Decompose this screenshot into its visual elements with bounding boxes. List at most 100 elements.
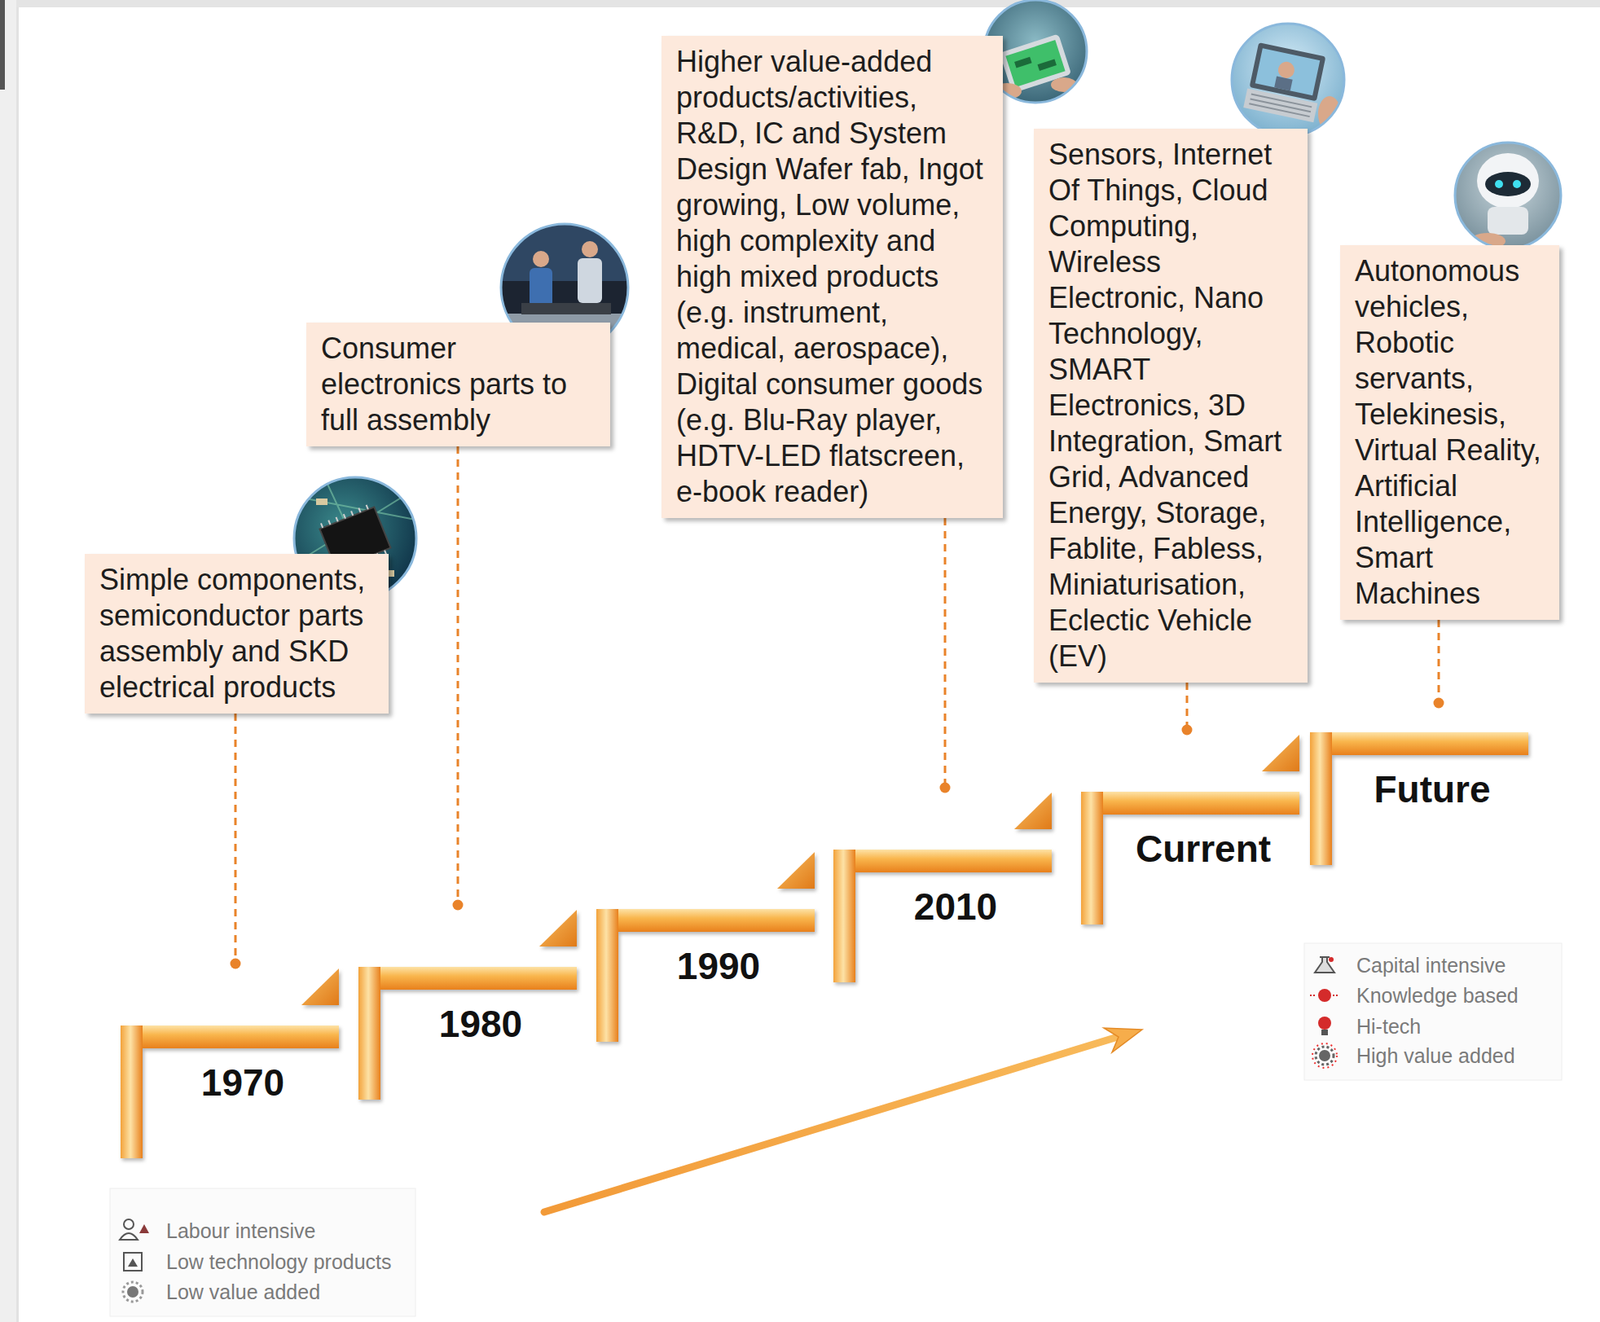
step-tread [358, 967, 577, 990]
step-tread [1081, 791, 1300, 815]
legend-icon-part [119, 1233, 138, 1240]
growth-arrow [544, 1028, 1143, 1213]
step-riser [1081, 791, 1104, 925]
chip-photo-part-part [316, 498, 328, 506]
legend-label: Hi-tech [1356, 1014, 1421, 1039]
device-photo-part [1231, 23, 1345, 137]
callout-text: Consumer electronics parts to full assem… [320, 330, 596, 439]
legend-icon-part [123, 1252, 142, 1271]
legend-icon-part [123, 1219, 134, 1230]
workers-photo-part-part [532, 250, 550, 268]
step-riser [596, 909, 619, 1042]
year-label: Future [1334, 768, 1530, 811]
device-photo-part-part-part [1248, 94, 1312, 118]
workers-photo-part-part [501, 281, 632, 314]
legend-label: Low value added [166, 1279, 321, 1305]
workers-photo-part-part [521, 303, 611, 315]
legend-icon-part [1312, 1043, 1337, 1069]
step-tread [120, 1025, 339, 1049]
robot-photo-part [1454, 142, 1561, 250]
step-riser [358, 967, 381, 1100]
legend-item: Hi-tech [1356, 1014, 1421, 1039]
timeline-step: Current [1081, 734, 1302, 925]
growth-arrow-part [1103, 1028, 1143, 1053]
callout-text: Simple components, semiconductor parts a… [99, 562, 374, 706]
device-photo-part-part [1318, 96, 1341, 132]
legend-icon-part [127, 1258, 138, 1267]
workers-photo-part-part [577, 258, 603, 304]
legend-icon-part [1309, 994, 1340, 997]
step-tread [833, 849, 1052, 873]
legend-item: High value added [1356, 1043, 1516, 1069]
step-tread [596, 909, 815, 932]
workers-photo-part-part [581, 241, 598, 258]
timeline-step: 1970 [120, 968, 341, 1159]
leader-dot [452, 900, 464, 911]
legend-label: Capital intensive [1356, 953, 1506, 978]
leader-line [944, 518, 947, 793]
legend-label: Knowledge based [1356, 983, 1519, 1008]
step-arrowhead [777, 852, 815, 889]
legend-icon-part [1318, 1016, 1332, 1030]
step-tread [1309, 732, 1529, 756]
legend-item: Knowledge based [1356, 983, 1519, 1008]
callout-box: Higher value-added products/activities, … [661, 35, 1003, 519]
year-label: Current [1105, 827, 1302, 871]
year-label: 2010 [857, 885, 1054, 928]
page-frame-part [0, 0, 5, 90]
callout-box: Consumer electronics parts to full assem… [306, 322, 611, 447]
step-arrowhead [1014, 792, 1052, 830]
robot-photo-part-part [1512, 180, 1521, 189]
year-label: 1990 [620, 945, 817, 988]
robot-photo-part-part [1494, 180, 1504, 189]
robot-photo-part-part [1476, 153, 1539, 209]
leader-line [234, 713, 238, 969]
device-photo-part-part [1243, 42, 1328, 124]
legend-frame [109, 943, 1562, 1317]
legend-label: Low technology products [166, 1249, 392, 1275]
robot-photo [1454, 142, 1561, 250]
callout-text: Sensors, Internet Of Things, Cloud Compu… [1048, 136, 1293, 675]
legend-icon-part [123, 1282, 143, 1302]
legend-item: Capital intensive [1356, 953, 1506, 978]
legend-icon-part [1321, 1029, 1328, 1036]
legend-icon-part [127, 1286, 139, 1298]
device-photo-part-part-part [1243, 87, 1318, 123]
device-photo-part [1231, 23, 1345, 137]
step-arrowhead [1261, 734, 1300, 772]
page-frame-part [0, 0, 1600, 8]
step-arrowhead [539, 909, 577, 947]
robot-photo-part-part [1454, 142, 1561, 249]
page-frame-part [16, 7, 19, 1322]
legend-item: Low technology products [166, 1249, 392, 1275]
legend-icon-part [1314, 957, 1335, 973]
growth-arrow-part [544, 1037, 1118, 1213]
leader-line [1437, 619, 1441, 708]
legend-label: Labour intensive [166, 1218, 316, 1244]
timeline-step: Future [1309, 707, 1530, 866]
legend-item: Labour intensive [166, 1218, 316, 1244]
leader-dot [230, 958, 242, 970]
step-riser [833, 849, 856, 983]
legend-item: Low value added [166, 1279, 321, 1305]
legend-icon-part [1315, 1046, 1334, 1065]
step-arrowhead [301, 968, 339, 1006]
legend-icon-part [139, 1224, 150, 1234]
legend-icon-part [1318, 1050, 1331, 1062]
device-photo-part-part-part [1274, 76, 1293, 92]
robot-photo-part-part [1487, 206, 1529, 235]
leader-dot [940, 782, 951, 794]
robot-photo-part-part [1485, 171, 1531, 197]
timeline-step: 1990 [596, 852, 817, 1042]
tablet-photo-part-part-part [1014, 57, 1032, 69]
device-photo [1231, 23, 1345, 137]
legend-frame-part [109, 1188, 416, 1317]
callout-box: Autonomous vehicles, Robotic servants, T… [1340, 245, 1560, 620]
step-riser [120, 1025, 143, 1159]
page-frame-part [0, 0, 17, 1322]
step-riser [1309, 732, 1332, 866]
leader-dot [1433, 698, 1445, 709]
